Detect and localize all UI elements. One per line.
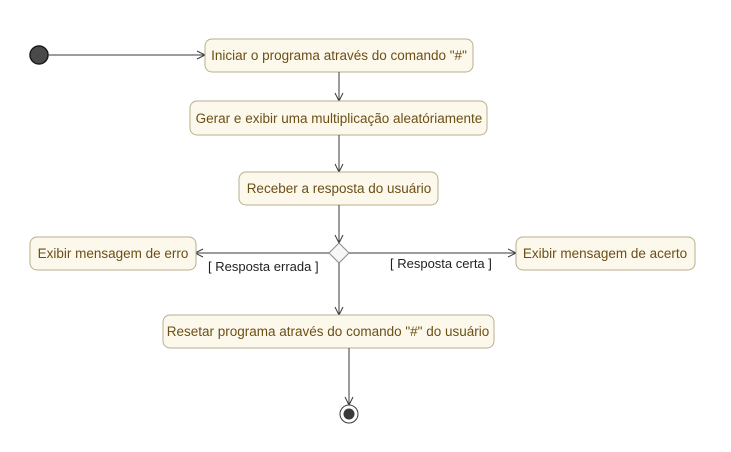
initial-node — [29, 45, 49, 65]
decision-node — [328, 242, 350, 264]
activity-label: Resetar programa através do comando "#" … — [167, 324, 490, 339]
activity-receive-answer[interactable]: Receber a resposta do usuário — [238, 171, 439, 206]
activity-start-program[interactable]: Iniciar o programa através do comando "#… — [204, 38, 474, 73]
activity-show-success[interactable]: Exibir mensagem de acerto — [515, 236, 696, 271]
guard-wrong-answer: [ Resposta errada ] — [208, 259, 319, 274]
guard-right-answer: [ Resposta certa ] — [390, 256, 492, 271]
activity-reset-program[interactable]: Resetar programa através do comando "#" … — [162, 314, 495, 349]
activity-show-error[interactable]: Exibir mensagem de erro — [29, 236, 197, 271]
activity-generate-multiplication[interactable]: Gerar e exibir uma multiplicação aleatór… — [189, 100, 488, 136]
activity-label: Iniciar o programa através do comando "#… — [211, 48, 467, 63]
activity-label: Exibir mensagem de acerto — [523, 246, 687, 261]
activity-label: Receber a resposta do usuário — [247, 181, 432, 196]
activity-label: Gerar e exibir uma multiplicação aleatór… — [196, 111, 483, 126]
activity-label: Exibir mensagem de erro — [38, 246, 189, 261]
final-node — [339, 404, 359, 424]
